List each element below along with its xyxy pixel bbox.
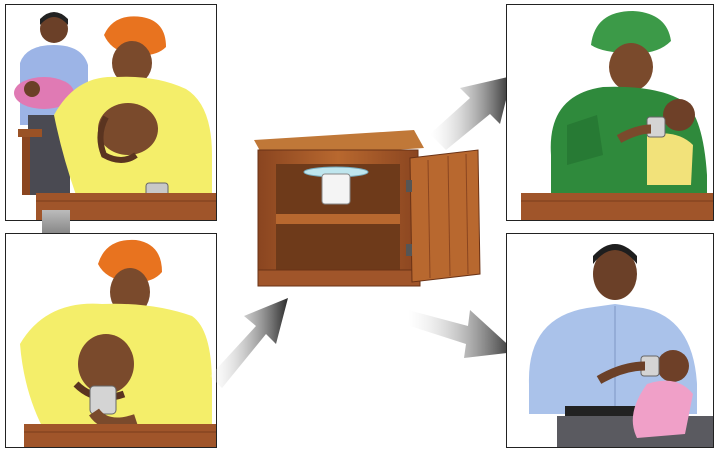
mother-expressing-milk-icon <box>6 5 217 221</box>
up-right-arrow-icon <box>430 72 514 152</box>
father-cup-feeding-baby-icon <box>507 234 714 448</box>
panel-express-milk <box>5 4 217 221</box>
arrow-to-mother-feeding <box>430 72 514 152</box>
panel-collect-milk <box>5 233 217 448</box>
mother-collecting-milk-in-cup-icon <box>6 234 217 448</box>
up-right-arrow-icon <box>210 296 290 392</box>
arrow-to-cupboard <box>210 296 290 392</box>
panel-mother-cup-feeding <box>506 4 714 221</box>
down-right-arrow-icon <box>408 292 518 362</box>
mother-cup-feeding-baby-icon <box>507 5 714 221</box>
arrow-to-father-feeding <box>408 292 518 362</box>
panel-father-cup-feeding <box>506 233 714 448</box>
